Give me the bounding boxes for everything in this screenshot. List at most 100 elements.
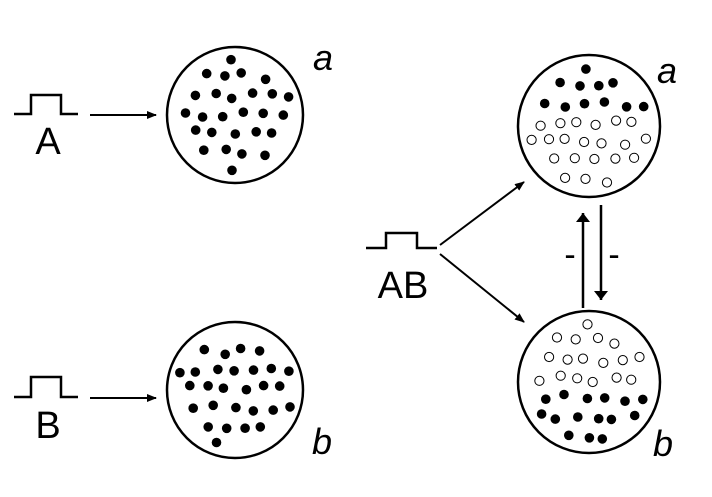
active-neuron-dot xyxy=(203,422,213,432)
stimulus-ab-label: AB xyxy=(378,265,429,307)
population-right-a: a xyxy=(516,50,677,199)
active-neuron-dot xyxy=(238,107,249,117)
active-neuron-dot xyxy=(629,410,640,421)
active-neuron-dot xyxy=(581,64,591,74)
active-neuron-dot xyxy=(258,380,269,391)
population-right-a-label: a xyxy=(657,50,677,91)
neuron-dots xyxy=(180,54,294,176)
active-neuron-dot xyxy=(211,437,222,448)
inactive-neuron-dot xyxy=(611,372,622,383)
inactive-neuron-dot xyxy=(549,153,560,164)
stimulus-a-label: A xyxy=(35,121,61,163)
active-neuron-dot xyxy=(217,111,228,122)
active-neuron-dot xyxy=(575,81,585,91)
inactive-neuron-dot xyxy=(611,115,622,126)
pulse-icon xyxy=(14,93,78,116)
active-neuron-dot xyxy=(230,129,241,139)
active-neuron-dot xyxy=(584,433,595,443)
population-left-b-label: b xyxy=(312,421,332,462)
active-neuron-dot xyxy=(268,405,279,415)
inactive-neuron-dot xyxy=(570,334,581,345)
active-neuron-dot xyxy=(564,430,574,441)
active-neuron-dot xyxy=(606,414,617,425)
inactive-neuron-dot xyxy=(596,138,607,149)
active-neuron-dot xyxy=(175,367,185,378)
active-neuron-dot xyxy=(608,78,618,88)
inactive-neuron-dot xyxy=(620,139,631,150)
active-neuron-dot xyxy=(539,98,550,109)
stimulus-b-label: B xyxy=(35,405,60,447)
inactive-neuron-dot xyxy=(551,332,563,343)
inactive-neuron-dot xyxy=(526,134,537,145)
stimulus-ab: AB xyxy=(366,231,437,307)
arrow-ab-to-population-b xyxy=(439,253,525,323)
inactive-neuron-dot xyxy=(629,152,640,163)
population-circle xyxy=(165,320,305,460)
pulse-icon xyxy=(14,375,78,399)
inactive-neuron-dot xyxy=(640,133,652,144)
inactive-neuron-dot xyxy=(626,116,637,128)
inactive-neuron-dot xyxy=(634,351,645,363)
active-neuron-dot xyxy=(190,90,201,101)
population-left-a-label: a xyxy=(313,37,333,78)
inactive-neuron-dot xyxy=(555,370,566,381)
active-neuron-dot xyxy=(247,88,258,98)
inactive-neuron-dot xyxy=(544,351,555,363)
active-neuron-dot xyxy=(207,127,217,138)
inactive-neuron-dot xyxy=(580,173,591,184)
active-neuron-dot xyxy=(190,367,201,377)
active-neuron-dot xyxy=(593,413,604,424)
population-left-a: a xyxy=(165,37,333,185)
inactive-neuron-dot xyxy=(617,355,628,366)
active-neuron-dot xyxy=(235,343,246,354)
arrow-ab-to-population-a xyxy=(439,181,525,246)
active-neuron-dot xyxy=(266,128,277,138)
active-neuron-dot xyxy=(599,97,610,107)
active-neuron-dot xyxy=(541,394,551,405)
active-neuron-dot xyxy=(278,110,289,120)
active-neuron-dot xyxy=(221,144,231,155)
stimulus-a: A xyxy=(14,93,78,163)
inactive-neuron-dot xyxy=(560,172,571,183)
active-neuron-dot xyxy=(599,393,610,403)
active-neuron-dot xyxy=(201,68,212,79)
active-neuron-dot xyxy=(555,77,565,88)
active-neuron-dot xyxy=(620,396,630,407)
active-neuron-dot xyxy=(231,402,241,413)
active-neuron-dot xyxy=(266,363,277,374)
active-neuron-dot xyxy=(536,409,547,419)
active-neuron-dot xyxy=(284,366,294,377)
active-neuron-dot xyxy=(258,108,269,119)
population-right-b-label: b xyxy=(653,423,673,464)
population-left-b: b xyxy=(165,320,332,462)
active-neuron-dot xyxy=(260,74,271,85)
inactive-neuron-dot xyxy=(571,117,582,128)
stimulus-b: B xyxy=(14,375,78,447)
active-neuron-dot xyxy=(227,165,237,176)
inactive-neuron-dot xyxy=(590,119,601,131)
inactive-neuron-dot xyxy=(569,153,580,164)
active-neuron-dot xyxy=(185,380,195,391)
active-neuron-dot xyxy=(248,365,259,375)
active-neuron-dot xyxy=(248,406,259,416)
neuron-dots xyxy=(526,64,652,188)
active-neuron-dot xyxy=(208,400,218,411)
active-neuron-dot xyxy=(226,54,236,65)
active-neuron-dot xyxy=(190,125,201,135)
active-neuron-dot xyxy=(241,384,252,395)
inactive-neuron-dot xyxy=(577,353,589,364)
active-neuron-dot xyxy=(638,101,649,112)
active-neuron-dot xyxy=(188,403,198,414)
population-right-b: b xyxy=(516,309,673,464)
active-neuron-dot xyxy=(260,150,270,161)
active-neuron-dot xyxy=(621,102,632,112)
inactive-neuron-dot xyxy=(626,374,637,385)
inactive-neuron-dot xyxy=(572,373,583,384)
inactive-neuron-dot xyxy=(579,136,590,148)
active-neuron-dot xyxy=(638,394,648,405)
inactive-neuron-dot xyxy=(587,376,598,388)
active-neuron-dot xyxy=(226,93,237,104)
active-neuron-dot xyxy=(236,68,246,78)
